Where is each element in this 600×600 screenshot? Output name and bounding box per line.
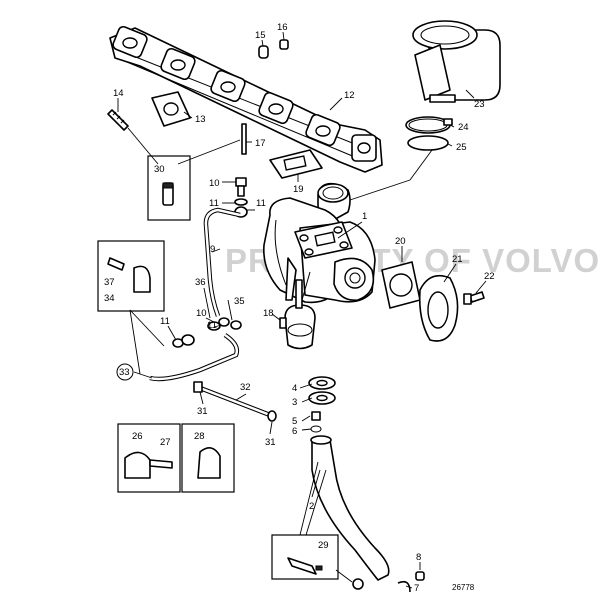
callout-26: 26 <box>132 431 143 442</box>
bolt-22 <box>463 291 485 305</box>
callout-8: 8 <box>416 552 421 563</box>
o-ring-29 <box>352 578 364 590</box>
callout-27: 27 <box>160 437 171 448</box>
callout-21: 21 <box>452 254 463 265</box>
banjo-bolt-10 <box>235 177 247 197</box>
exhaust-flange <box>418 274 459 342</box>
callout-1: 1 <box>362 211 367 222</box>
callout-36: 36 <box>195 277 206 288</box>
callout-10: 10 <box>209 178 220 189</box>
callout-20: 20 <box>395 236 406 247</box>
callout-11-left: 11 <box>160 316 170 327</box>
callout-35: 35 <box>234 296 245 307</box>
sealant-box-29 <box>271 534 339 580</box>
callout-16: 16 <box>277 22 288 33</box>
callout-34: 34 <box>104 293 115 304</box>
turbine-outlet-gasket <box>381 261 421 309</box>
callout-31-left: 31 <box>197 406 208 417</box>
union-31-left <box>193 381 203 393</box>
manifold-gasket <box>151 91 191 127</box>
callout-17: 17 <box>255 138 266 149</box>
callout-37: 37 <box>104 277 115 288</box>
callout-9: 9 <box>210 244 215 255</box>
oil-return-pipe <box>310 435 390 581</box>
oil-pipe-32 <box>199 385 271 418</box>
callout-28: 28 <box>194 431 205 442</box>
exhaust-manifold <box>109 25 383 173</box>
clip-box-37-34 <box>97 240 165 312</box>
callout-13: 13 <box>195 114 206 125</box>
seal-ring-25 <box>407 135 449 151</box>
kit-box-30 <box>147 155 191 221</box>
callout-14: 14 <box>113 88 124 99</box>
callout-33: 33 <box>119 367 130 378</box>
oil-feed-pipe <box>203 207 241 317</box>
callout-23: 23 <box>474 99 485 110</box>
callout-31-right: 31 <box>265 437 276 448</box>
callout-19: 19 <box>293 184 304 195</box>
callout-4: 4 <box>292 383 297 394</box>
callout-11-top-right: 11 <box>256 198 266 209</box>
clip-box-26-27-28 <box>117 423 235 493</box>
callout-32: 32 <box>240 382 251 393</box>
spacer-15 <box>258 45 269 59</box>
callout-5: 5 <box>292 416 297 427</box>
callout-15: 15 <box>255 30 266 41</box>
flange-3 <box>308 391 336 405</box>
callout-25: 25 <box>456 142 467 153</box>
leader-lines <box>117 31 487 589</box>
reference-number: 26778 <box>452 583 475 592</box>
callout-33-circle <box>116 363 134 381</box>
air-filter <box>412 20 501 103</box>
callout-2: 2 <box>309 501 314 512</box>
screw-5 <box>311 411 321 421</box>
callout-3: 3 <box>292 397 297 408</box>
callout-18: 18 <box>263 308 274 319</box>
callout-11-top-left: 11 <box>209 198 219 209</box>
stud-14 <box>107 109 129 131</box>
plug-8 <box>415 571 425 581</box>
turbocharger <box>263 182 376 350</box>
callout-12: 12 <box>344 90 355 101</box>
callout-24: 24 <box>458 122 469 133</box>
callout-11-mid: 11 <box>207 320 217 331</box>
callout-22: 22 <box>484 271 495 282</box>
union-31-right <box>267 410 277 422</box>
hose-clamp-7 <box>397 580 411 593</box>
turbo-gasket <box>269 149 323 179</box>
callout-6: 6 <box>292 426 297 437</box>
manifold-flanges <box>112 25 377 162</box>
callout-labels: 1 2 3 4 5 6 7 8 9 10 10 11 11 11 11 12 1… <box>104 22 495 594</box>
gasket-4 <box>308 376 336 390</box>
stud-17 <box>241 123 247 155</box>
hose-clamp-24 <box>405 116 453 134</box>
nut-16 <box>279 39 289 50</box>
callout-29: 29 <box>318 540 329 551</box>
o-ring-6 <box>310 425 322 433</box>
callout-30: 30 <box>154 164 165 175</box>
mounting-bolt-18 <box>279 317 287 329</box>
callout-10-lower: 10 <box>196 308 207 319</box>
callout-7: 7 <box>414 583 419 594</box>
oil-pipe-33 <box>149 333 240 382</box>
